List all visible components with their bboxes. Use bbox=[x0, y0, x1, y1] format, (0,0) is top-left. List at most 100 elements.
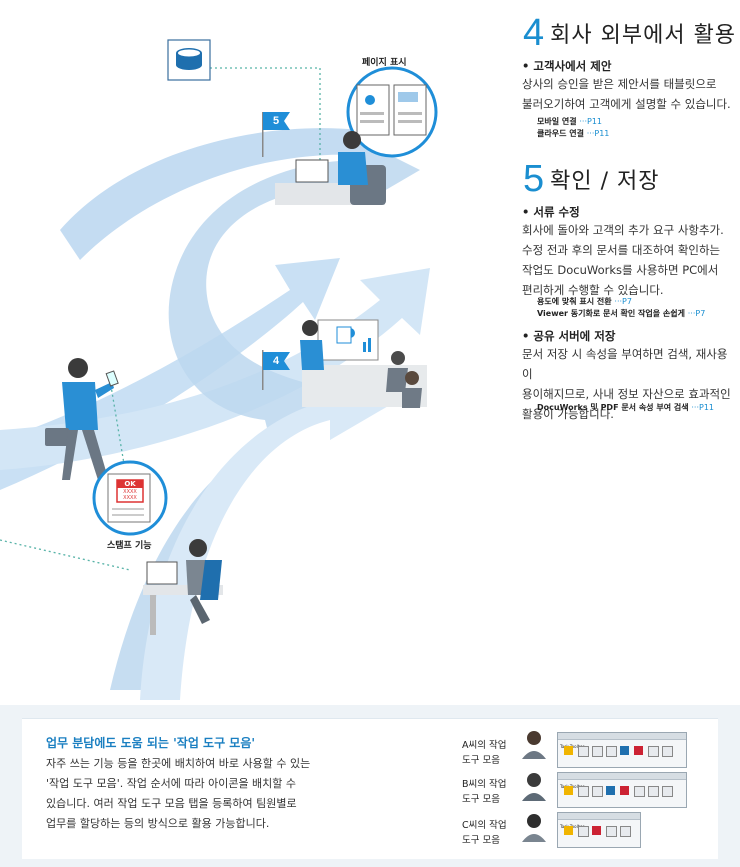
section4-title: 회사 외부에서 활용 bbox=[550, 23, 737, 48]
flag-4 bbox=[263, 352, 290, 370]
section5-sub1-body: 회사에 돌아와 고객의 추가 요구 사항추가. 수정 전과 후의 문서를 대조하… bbox=[522, 220, 737, 300]
section5-heading: 5 확인 / 저장 bbox=[523, 160, 660, 198]
dotted-connector-phone bbox=[109, 379, 126, 471]
ref-page: ···P7 bbox=[614, 297, 632, 306]
section4-ref-mobile: 모바일 연결 ···P11 bbox=[537, 116, 602, 127]
document-icon[interactable] bbox=[578, 826, 589, 837]
section4-subhead-text: 고객사에서 제안 bbox=[533, 59, 612, 73]
tb-line: A씨의 작업 bbox=[462, 740, 507, 751]
ref-label: 모바일 연결 bbox=[537, 117, 577, 126]
section4-body-line: 불러오기하여 고객에게 설명할 수 있습니다. bbox=[522, 97, 731, 111]
section4-body-line: 상사의 승인을 받은 제안서를 태블릿으로 bbox=[522, 77, 717, 91]
document-icon[interactable] bbox=[634, 786, 645, 797]
ref-label: 클라우드 연결 bbox=[537, 129, 584, 138]
document-icon[interactable] bbox=[606, 826, 617, 837]
dotted-connector-stamp bbox=[0, 539, 131, 571]
document-icon[interactable] bbox=[592, 786, 603, 797]
tb-line: 도구 모음 bbox=[462, 794, 500, 805]
document-icon[interactable] bbox=[648, 746, 659, 757]
document-icon[interactable] bbox=[662, 746, 673, 757]
ref-label: DocuWorks 및 PDF 문서 속성 부여 검색 bbox=[537, 403, 689, 412]
tb-line: 도구 모음 bbox=[462, 835, 500, 846]
sub1-body-line: 작업도 DocuWorks를 사용하면 PC에서 bbox=[522, 263, 719, 277]
dotted-connector-db bbox=[210, 67, 321, 160]
document-icon[interactable] bbox=[578, 786, 589, 797]
section5-number: 5 bbox=[523, 158, 545, 200]
sub2-body-line: 용이해지므로, 사내 정보 자산으로 효과적인 bbox=[522, 387, 731, 401]
document-icon[interactable] bbox=[620, 826, 631, 837]
toolbar-a[interactable]: Task Toolbar bbox=[557, 732, 687, 768]
section5-ref-view: 용도에 맞춰 표시 전환 ···P7 bbox=[537, 296, 632, 307]
ref-label: 용도에 맞춰 표시 전환 bbox=[537, 297, 612, 306]
section5-title: 확인 / 저장 bbox=[550, 169, 660, 194]
sub1-body-line: 회사에 돌아와 고객의 추가 요구 사항추가. bbox=[522, 223, 724, 237]
toolbar-header: Task Toolbar bbox=[558, 813, 640, 829]
folder-icon[interactable] bbox=[564, 786, 573, 795]
toolbar-b[interactable]: Task Toolbar bbox=[557, 772, 687, 808]
document-icon[interactable] bbox=[648, 786, 659, 797]
stamp-ok: OK bbox=[124, 480, 136, 488]
arrow-top bbox=[60, 110, 420, 260]
stamp-function-label: 스탬프 기능 bbox=[107, 541, 152, 551]
folder-icon[interactable] bbox=[564, 826, 573, 835]
toolbar-header: Task Toolbar bbox=[558, 773, 686, 789]
ref-page: ···P11 bbox=[586, 129, 610, 138]
section5-sub2-subhead: • 공유 서버에 저장 bbox=[522, 329, 616, 343]
section5-ref-attr: DocuWorks 및 PDF 문서 속성 부여 검색 ···P11 bbox=[537, 402, 714, 413]
section5-sub1-subhead: • 서류 수정 bbox=[522, 205, 580, 219]
sub1-body-line: 수정 전과 후의 문서를 대조하여 확인하는 bbox=[522, 243, 721, 257]
pdf-icon[interactable] bbox=[634, 746, 643, 755]
toolbar-c[interactable]: Task Toolbar bbox=[557, 812, 641, 848]
document-icon[interactable] bbox=[592, 746, 603, 757]
bottom-body-line: 자주 쓰는 기능 등을 한곳에 배치하여 바로 사용할 수 있는 bbox=[46, 757, 311, 770]
pdf-icon[interactable] bbox=[620, 786, 629, 795]
sub1-body-line: 편리하게 수행할 수 있습니다. bbox=[522, 283, 664, 297]
stamp-x1: XXXX bbox=[123, 489, 137, 495]
stamp-x2: XXXX bbox=[123, 495, 137, 501]
tb-line: 도구 모음 bbox=[462, 755, 500, 766]
arrow-band-lower bbox=[0, 268, 430, 470]
bottom-body-line: 업무를 할당하는 등의 방식으로 활용 가능합니다. bbox=[46, 817, 270, 830]
tb-line: B씨의 작업 bbox=[462, 779, 507, 790]
sub1-subhead-text: 서류 수정 bbox=[533, 205, 580, 219]
bottom-body-line: '작업 도구 모음'. 작업 순서에 따라 아이콘을 배치할 수 bbox=[46, 777, 297, 790]
ref-page: ···P11 bbox=[579, 117, 603, 126]
section5-ref-viewer: Viewer 동기화로 문서 확인 작업을 손쉽게 ···P7 bbox=[537, 308, 705, 319]
document-icon[interactable] bbox=[662, 786, 673, 797]
bottom-title: 업무 분담에도 도움 되는 '작업 도구 모음' bbox=[46, 736, 256, 750]
flag-5 bbox=[263, 112, 290, 130]
avatars bbox=[522, 731, 546, 842]
avatar bbox=[522, 814, 546, 842]
ref-page: ···P7 bbox=[687, 309, 706, 318]
section4-heading: 4 회사 외부에서 활용 bbox=[523, 14, 736, 52]
section5-sub2-body: 문서 저장 시 속성을 부여하면 검색, 재사용이 용이해지므로, 사내 정보 … bbox=[522, 344, 737, 424]
folder-icon[interactable] bbox=[564, 746, 573, 755]
document-icon[interactable] bbox=[578, 746, 589, 757]
section4-number: 4 bbox=[523, 12, 545, 54]
page-display-label: 페이지 표시 bbox=[362, 58, 407, 68]
section4-subhead: • 고객사에서 제안 bbox=[522, 59, 612, 73]
tool-icon[interactable] bbox=[606, 786, 615, 795]
ref-label: Viewer 동기화로 문서 확인 작업을 손쉽게 bbox=[537, 309, 685, 318]
avatar bbox=[522, 731, 546, 759]
document-icon[interactable] bbox=[606, 746, 617, 757]
ref-page: ···P11 bbox=[691, 403, 714, 412]
section4-body: 상사의 승인을 받은 제안서를 태블릿으로 불러오기하여 고객에게 설명할 수 … bbox=[522, 74, 737, 114]
sub2-subhead-text: 공유 서버에 저장 bbox=[533, 329, 616, 343]
flag-4-number: 4 bbox=[272, 355, 280, 367]
tool-icon[interactable] bbox=[620, 746, 629, 755]
sub2-body-line: 문서 저장 시 속성을 부여하면 검색, 재사용이 bbox=[522, 347, 728, 381]
toolbar-header: Task Toolbar bbox=[558, 733, 686, 749]
sub2-body-line: 활용이 가능합니다. bbox=[522, 407, 614, 421]
flag-5-number: 5 bbox=[272, 115, 280, 127]
bottom-body: 자주 쓰는 기능 등을 한곳에 배치하여 바로 사용할 수 있는 '작업 도구 … bbox=[46, 754, 346, 834]
section4-ref-cloud: 클라우드 연결 ···P11 bbox=[537, 128, 609, 139]
avatar bbox=[522, 773, 546, 801]
tb-line: C씨의 작업 bbox=[462, 820, 507, 831]
arrow-mid bbox=[140, 380, 390, 700]
bottom-body-line: 있습니다. 여러 작업 도구 모음 탭을 등록하여 팀원별로 bbox=[46, 797, 297, 810]
pdf-icon[interactable] bbox=[592, 826, 601, 835]
